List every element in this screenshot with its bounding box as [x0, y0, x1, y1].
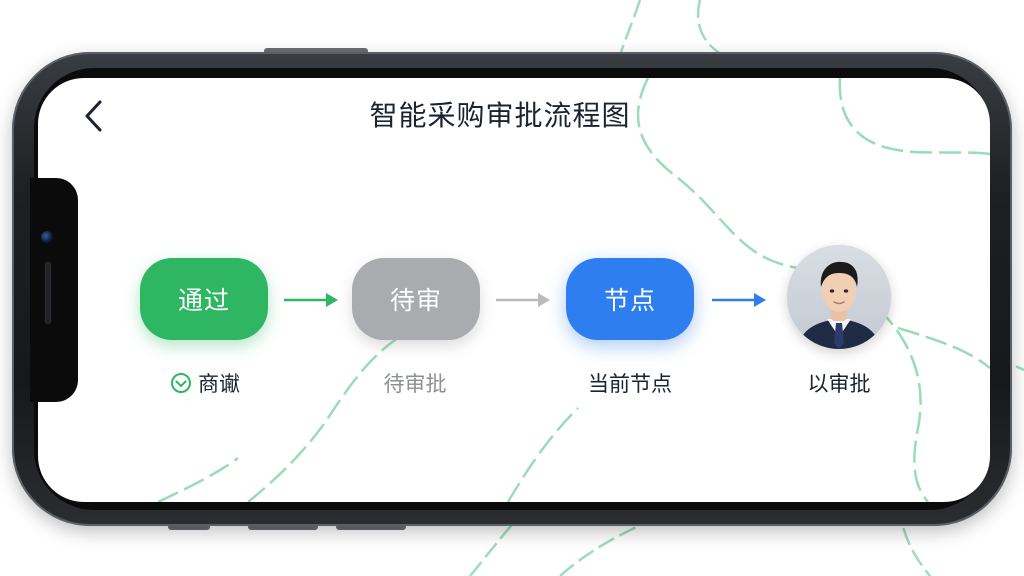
- screen-background-pattern: [157, 78, 990, 502]
- side-button-1: [168, 524, 210, 530]
- caption-approved-text: 商谳: [198, 372, 240, 396]
- earpiece-speaker: [45, 262, 51, 324]
- side-button-2: [248, 524, 318, 530]
- caption-current: 当前节点: [588, 372, 672, 396]
- arrow-right-icon: [712, 293, 766, 307]
- flow-node-current[interactable]: 节点: [566, 258, 694, 340]
- approver-avatar[interactable]: [787, 245, 891, 349]
- back-button[interactable]: [76, 96, 110, 136]
- flow-node-approved[interactable]: 通过: [140, 258, 268, 340]
- side-button-3: [336, 524, 406, 530]
- front-camera: [41, 231, 53, 243]
- page-title: 智能采购审批流程图: [369, 99, 631, 132]
- avatar-icon: [787, 245, 891, 349]
- chevron-left-icon: [85, 100, 102, 132]
- arrow-right-icon: [496, 293, 550, 307]
- volume-button-top: [264, 48, 368, 54]
- caption-pending: 待审批: [383, 372, 447, 396]
- phone-notch: [30, 178, 78, 402]
- arrow-right-icon: [284, 293, 338, 307]
- caption-approved: 商谳: [150, 368, 260, 398]
- caption-approver: 以审批: [807, 372, 871, 396]
- flow-node-pending[interactable]: 待审: [352, 258, 480, 340]
- check-circle-icon: [170, 372, 192, 394]
